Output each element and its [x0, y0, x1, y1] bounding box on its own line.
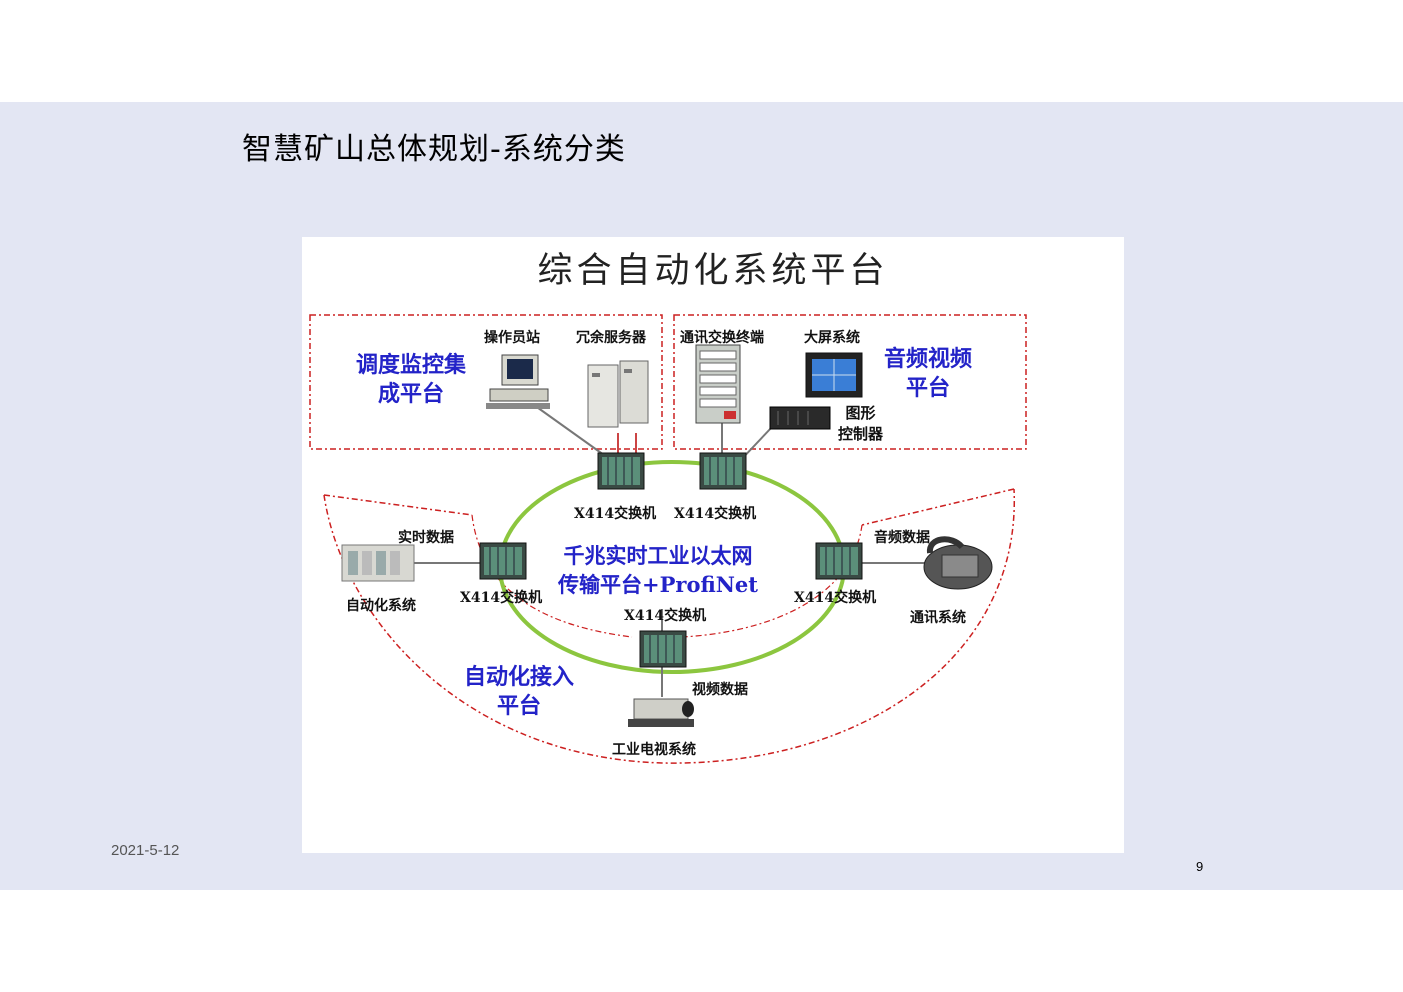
- operator-station-label: 操作员站: [484, 330, 540, 346]
- diagram-graphics: [309, 314, 1027, 764]
- switch-device-left: [479, 542, 527, 580]
- slide-title: 智慧矿山总体规划-系统分类: [242, 132, 626, 167]
- dispatch-platform-line-1: 调度监控集: [356, 352, 467, 378]
- big-screen-icon: [805, 352, 863, 398]
- switch-label-bottom: X414交换机: [624, 608, 707, 624]
- switch-device-right: [815, 542, 863, 580]
- redundant-server-icon: [587, 360, 649, 428]
- switch-device-top-left: [597, 452, 645, 490]
- page-number: 9: [1196, 859, 1204, 874]
- access-platform-line-2: 平台: [497, 693, 542, 719]
- graphics-controller-icon: [769, 406, 831, 430]
- dispatch-group-box: [309, 314, 663, 450]
- realtime-data-label: 实时数据: [398, 530, 454, 546]
- comm-terminal-icon: [695, 344, 741, 424]
- access-arc-right-top: [861, 488, 1015, 526]
- access-inner-curve-left: [471, 514, 633, 638]
- av-platform-line-2: 平台: [906, 375, 951, 401]
- access-arc-left-top: [323, 494, 473, 516]
- comm-terminal-label: 通讯交换终端: [680, 330, 764, 346]
- dispatch-platform-label: 调度监控集 成平台: [356, 351, 466, 409]
- big-screen-label: 大屏系统: [804, 330, 860, 346]
- comm-system-icon: [923, 536, 993, 590]
- ring-label-line-2: 传输平台+ProfiNet: [558, 572, 758, 597]
- av-platform-line-1: 音频视频: [884, 346, 973, 372]
- switch-device-top-right: [699, 452, 747, 490]
- graphics-controller-line-1: 图形: [845, 404, 876, 422]
- slide: 智慧矿山总体规划-系统分类: [0, 102, 1403, 890]
- automation-system-icon: [341, 544, 415, 582]
- av-platform-label: 音频视频 平台: [884, 345, 972, 403]
- dispatch-platform-line-2: 成平台: [378, 381, 445, 407]
- cctv-system-icon: [628, 698, 694, 727]
- ring-label-line-1: 千兆实时工业以太网: [563, 543, 753, 568]
- access-platform-label: 自动化接入 平台: [464, 663, 574, 721]
- diagram-title: 综合自动化系统平台: [537, 251, 889, 291]
- switch-label-left: X414交换机: [460, 590, 543, 606]
- ring-label: 千兆实时工业以太网 传输平台+ProfiNet: [558, 541, 758, 599]
- redundant-server-label: 冗余服务器: [576, 330, 646, 346]
- switch-device-bottom: [639, 630, 687, 668]
- access-platform-line-1: 自动化接入: [464, 664, 575, 690]
- comm-system-label: 通讯系统: [910, 610, 966, 626]
- graphics-controller-label: 图形 控制器: [838, 403, 883, 445]
- access-inner-curve-right: [681, 524, 863, 638]
- graphics-controller-line-2: 控制器: [838, 425, 884, 443]
- video-data-label: 视频数据: [692, 682, 748, 698]
- access-group-arc: [323, 488, 1015, 764]
- av-group-box: [673, 314, 1027, 450]
- switch-label-top-right: X414交换机: [674, 506, 757, 522]
- system-diagram: 综合自动化系统平台 调度监控集 成平台 音频视频 平台 自动化接入 平台 千兆实…: [302, 237, 1124, 853]
- slide-date: 2021-5-12: [111, 842, 180, 859]
- switch-label-right: X414交换机: [794, 590, 877, 606]
- automation-system-label: 自动化系统: [346, 598, 416, 614]
- switch-label-top-left: X414交换机: [574, 506, 657, 522]
- operator-station-icon: [486, 354, 550, 409]
- audio-data-label: 音频数据: [874, 530, 930, 546]
- cctv-system-label: 工业电视系统: [612, 742, 696, 758]
